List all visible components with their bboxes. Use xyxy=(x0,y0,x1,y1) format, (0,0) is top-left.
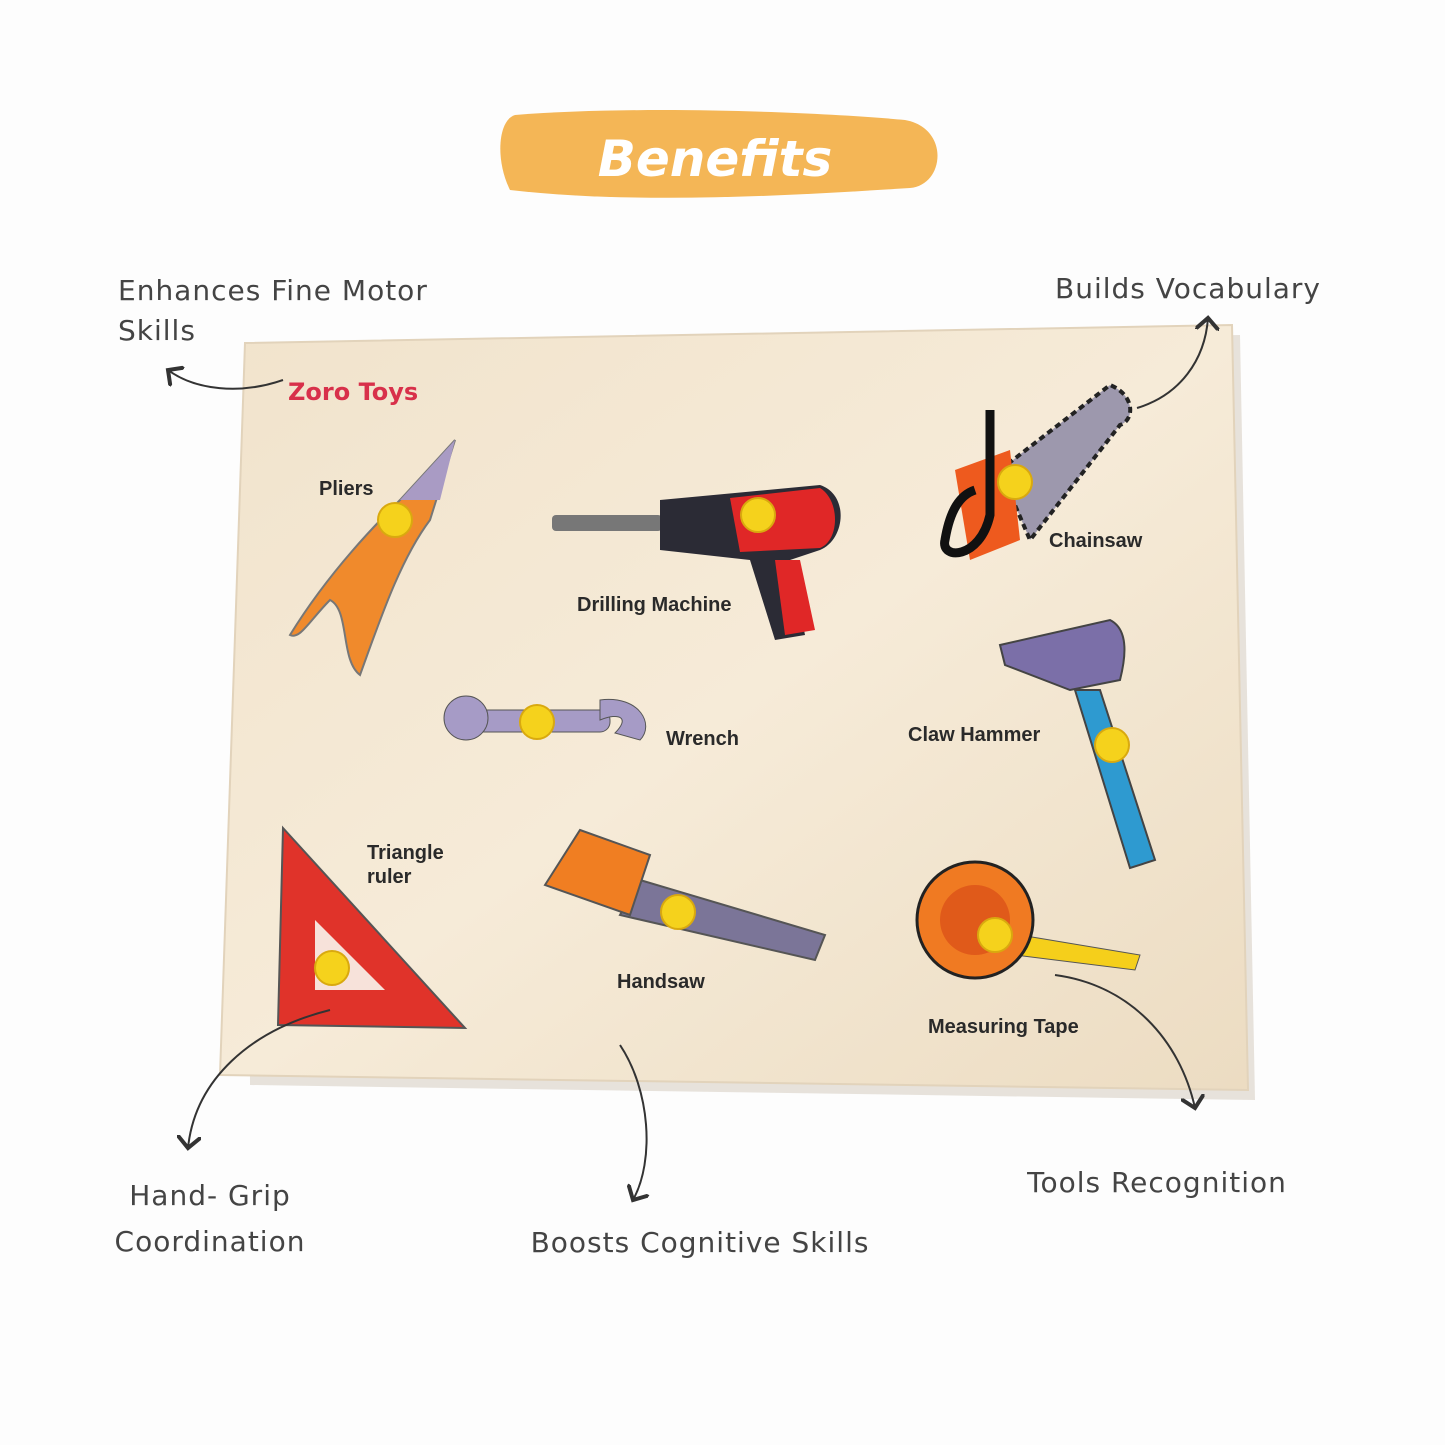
handsaw-knob[interactable] xyxy=(660,894,696,930)
arrow-icon xyxy=(188,1009,331,1148)
benefit-cognitive-text: Boosts Cognitive Skills xyxy=(531,1226,870,1259)
label-drilling-machine: Drilling Machine xyxy=(577,594,731,616)
benefit-fine-motor-line1: Enhances Fine Motor xyxy=(118,274,428,307)
piece-drilling-machine[interactable]: Drilling Machine xyxy=(552,485,841,640)
piece-claw-hammer[interactable]: Claw Hammer xyxy=(908,618,1157,870)
label-handsaw: Handsaw xyxy=(617,971,705,993)
arrow-icon xyxy=(1054,974,1195,1108)
piece-chainsaw[interactable]: Chainsaw xyxy=(940,382,1143,560)
benefit-hand-grip-line2: Coordination xyxy=(115,1225,306,1258)
tape-knob[interactable] xyxy=(977,917,1013,953)
label-measuring-tape: Measuring Tape xyxy=(928,1016,1079,1038)
benefit-vocabulary: Builds Vocabulary xyxy=(1055,272,1321,409)
label-chainsaw: Chainsaw xyxy=(1049,530,1143,552)
piece-pliers[interactable]: Pliers xyxy=(288,439,456,677)
benefits-banner: Benefits xyxy=(500,110,938,198)
wrench-knob[interactable] xyxy=(519,704,555,740)
label-triangle-line2: ruler xyxy=(367,866,412,888)
piece-triangle-ruler[interactable]: Triangle ruler xyxy=(276,825,468,1030)
hammer-knob[interactable] xyxy=(1094,727,1130,763)
wooden-puzzle-board: Zoro Toys Pliers Drilling Machine Chains… xyxy=(218,323,1255,1100)
label-pliers: Pliers xyxy=(319,478,373,500)
drill-knob[interactable] xyxy=(740,497,776,533)
label-wrench: Wrench xyxy=(666,728,739,750)
arrow-icon xyxy=(1136,318,1208,409)
benefit-cognitive: Boosts Cognitive Skills xyxy=(531,1044,870,1259)
benefit-recognition: Tools Recognition xyxy=(1026,974,1287,1199)
label-triangle-line1: Triangle xyxy=(367,842,444,864)
arrow-icon xyxy=(619,1044,647,1200)
banner-brush-shape xyxy=(500,110,938,198)
triangle-knob[interactable] xyxy=(314,950,350,986)
label-claw-hammer: Claw Hammer xyxy=(908,724,1040,746)
benefit-fine-motor: Enhances Fine Motor Skills xyxy=(118,274,428,390)
chainsaw-knob[interactable] xyxy=(997,464,1033,500)
benefit-fine-motor-line2: Skills xyxy=(118,314,196,347)
benefit-hand-grip: Hand- Grip Coordination xyxy=(115,1009,331,1258)
brand-logo: Zoro Toys xyxy=(288,378,418,406)
piece-wrench[interactable]: Wrench xyxy=(443,695,739,750)
pliers-knob[interactable] xyxy=(377,502,413,538)
banner-title: Benefits xyxy=(598,130,833,188)
piece-measuring-tape[interactable]: Measuring Tape xyxy=(915,860,1141,1038)
benefit-recognition-text: Tools Recognition xyxy=(1026,1166,1287,1199)
benefit-vocabulary-text: Builds Vocabulary xyxy=(1055,272,1321,305)
piece-handsaw[interactable]: Handsaw xyxy=(543,828,827,993)
arrow-icon xyxy=(168,370,284,390)
benefit-hand-grip-line1: Hand- Grip xyxy=(129,1179,291,1212)
